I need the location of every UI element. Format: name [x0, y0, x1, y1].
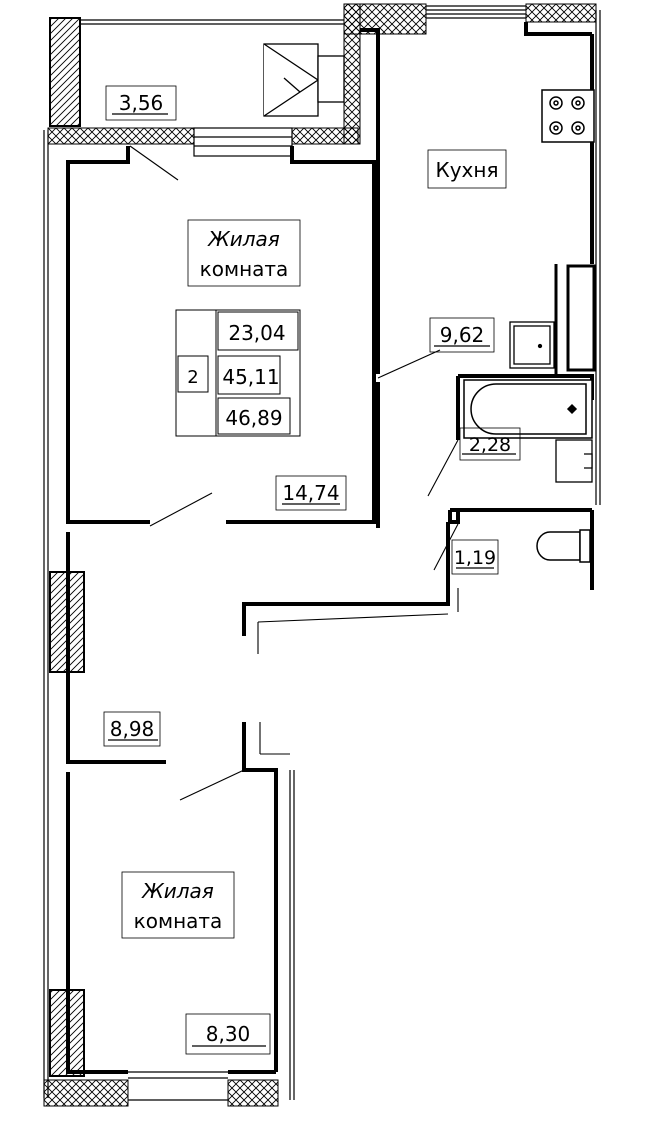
living-room-1-area: 14,74 — [282, 481, 339, 505]
sink-icon — [509, 321, 555, 369]
living-room-2-area: 8,30 — [206, 1022, 251, 1046]
rooms-count: 2 — [187, 367, 198, 388]
balcony-area: 3,56 — [119, 91, 164, 115]
washbasin-icon — [555, 439, 593, 483]
exterior-wall-left — [43, 130, 49, 1098]
interior-walls — [66, 22, 594, 1074]
apartment-info-box — [175, 309, 301, 437]
total-area-value: 45,11 — [222, 365, 279, 389]
area-label-boxes — [103, 85, 521, 1055]
wall-crosshatch — [43, 3, 597, 1107]
living-room-2-label-line1: Жилая — [140, 879, 214, 903]
exterior-edges — [80, 5, 601, 1101]
living-room-1-label-line2: комната — [200, 257, 289, 281]
window-kitchen — [426, 13, 526, 19]
area-underlines — [108, 113, 516, 1047]
kitchen-label: Кухня — [436, 158, 499, 182]
living-area-value: 23,04 — [228, 321, 285, 345]
toilet-icon — [536, 529, 591, 563]
door-swings — [129, 145, 459, 801]
total-area-with-balcony-value: 46,89 — [225, 406, 282, 430]
kitchen-cabinet — [554, 264, 596, 374]
ventilation-shaft-icon — [263, 43, 345, 117]
bathroom-area: 2,28 — [469, 434, 511, 456]
living-room-2-label-line2: комната — [134, 909, 223, 933]
stove-icon — [541, 89, 595, 143]
window-balcony — [193, 127, 293, 157]
hallway-area: 8,98 — [110, 717, 155, 741]
kitchen-area: 9,62 — [440, 323, 485, 347]
room-name-boxes — [121, 149, 507, 939]
toilet-area: 1,19 — [454, 547, 496, 569]
living-room-1-label-line1: Жилая — [206, 227, 280, 251]
bathtub-icon — [463, 379, 593, 439]
